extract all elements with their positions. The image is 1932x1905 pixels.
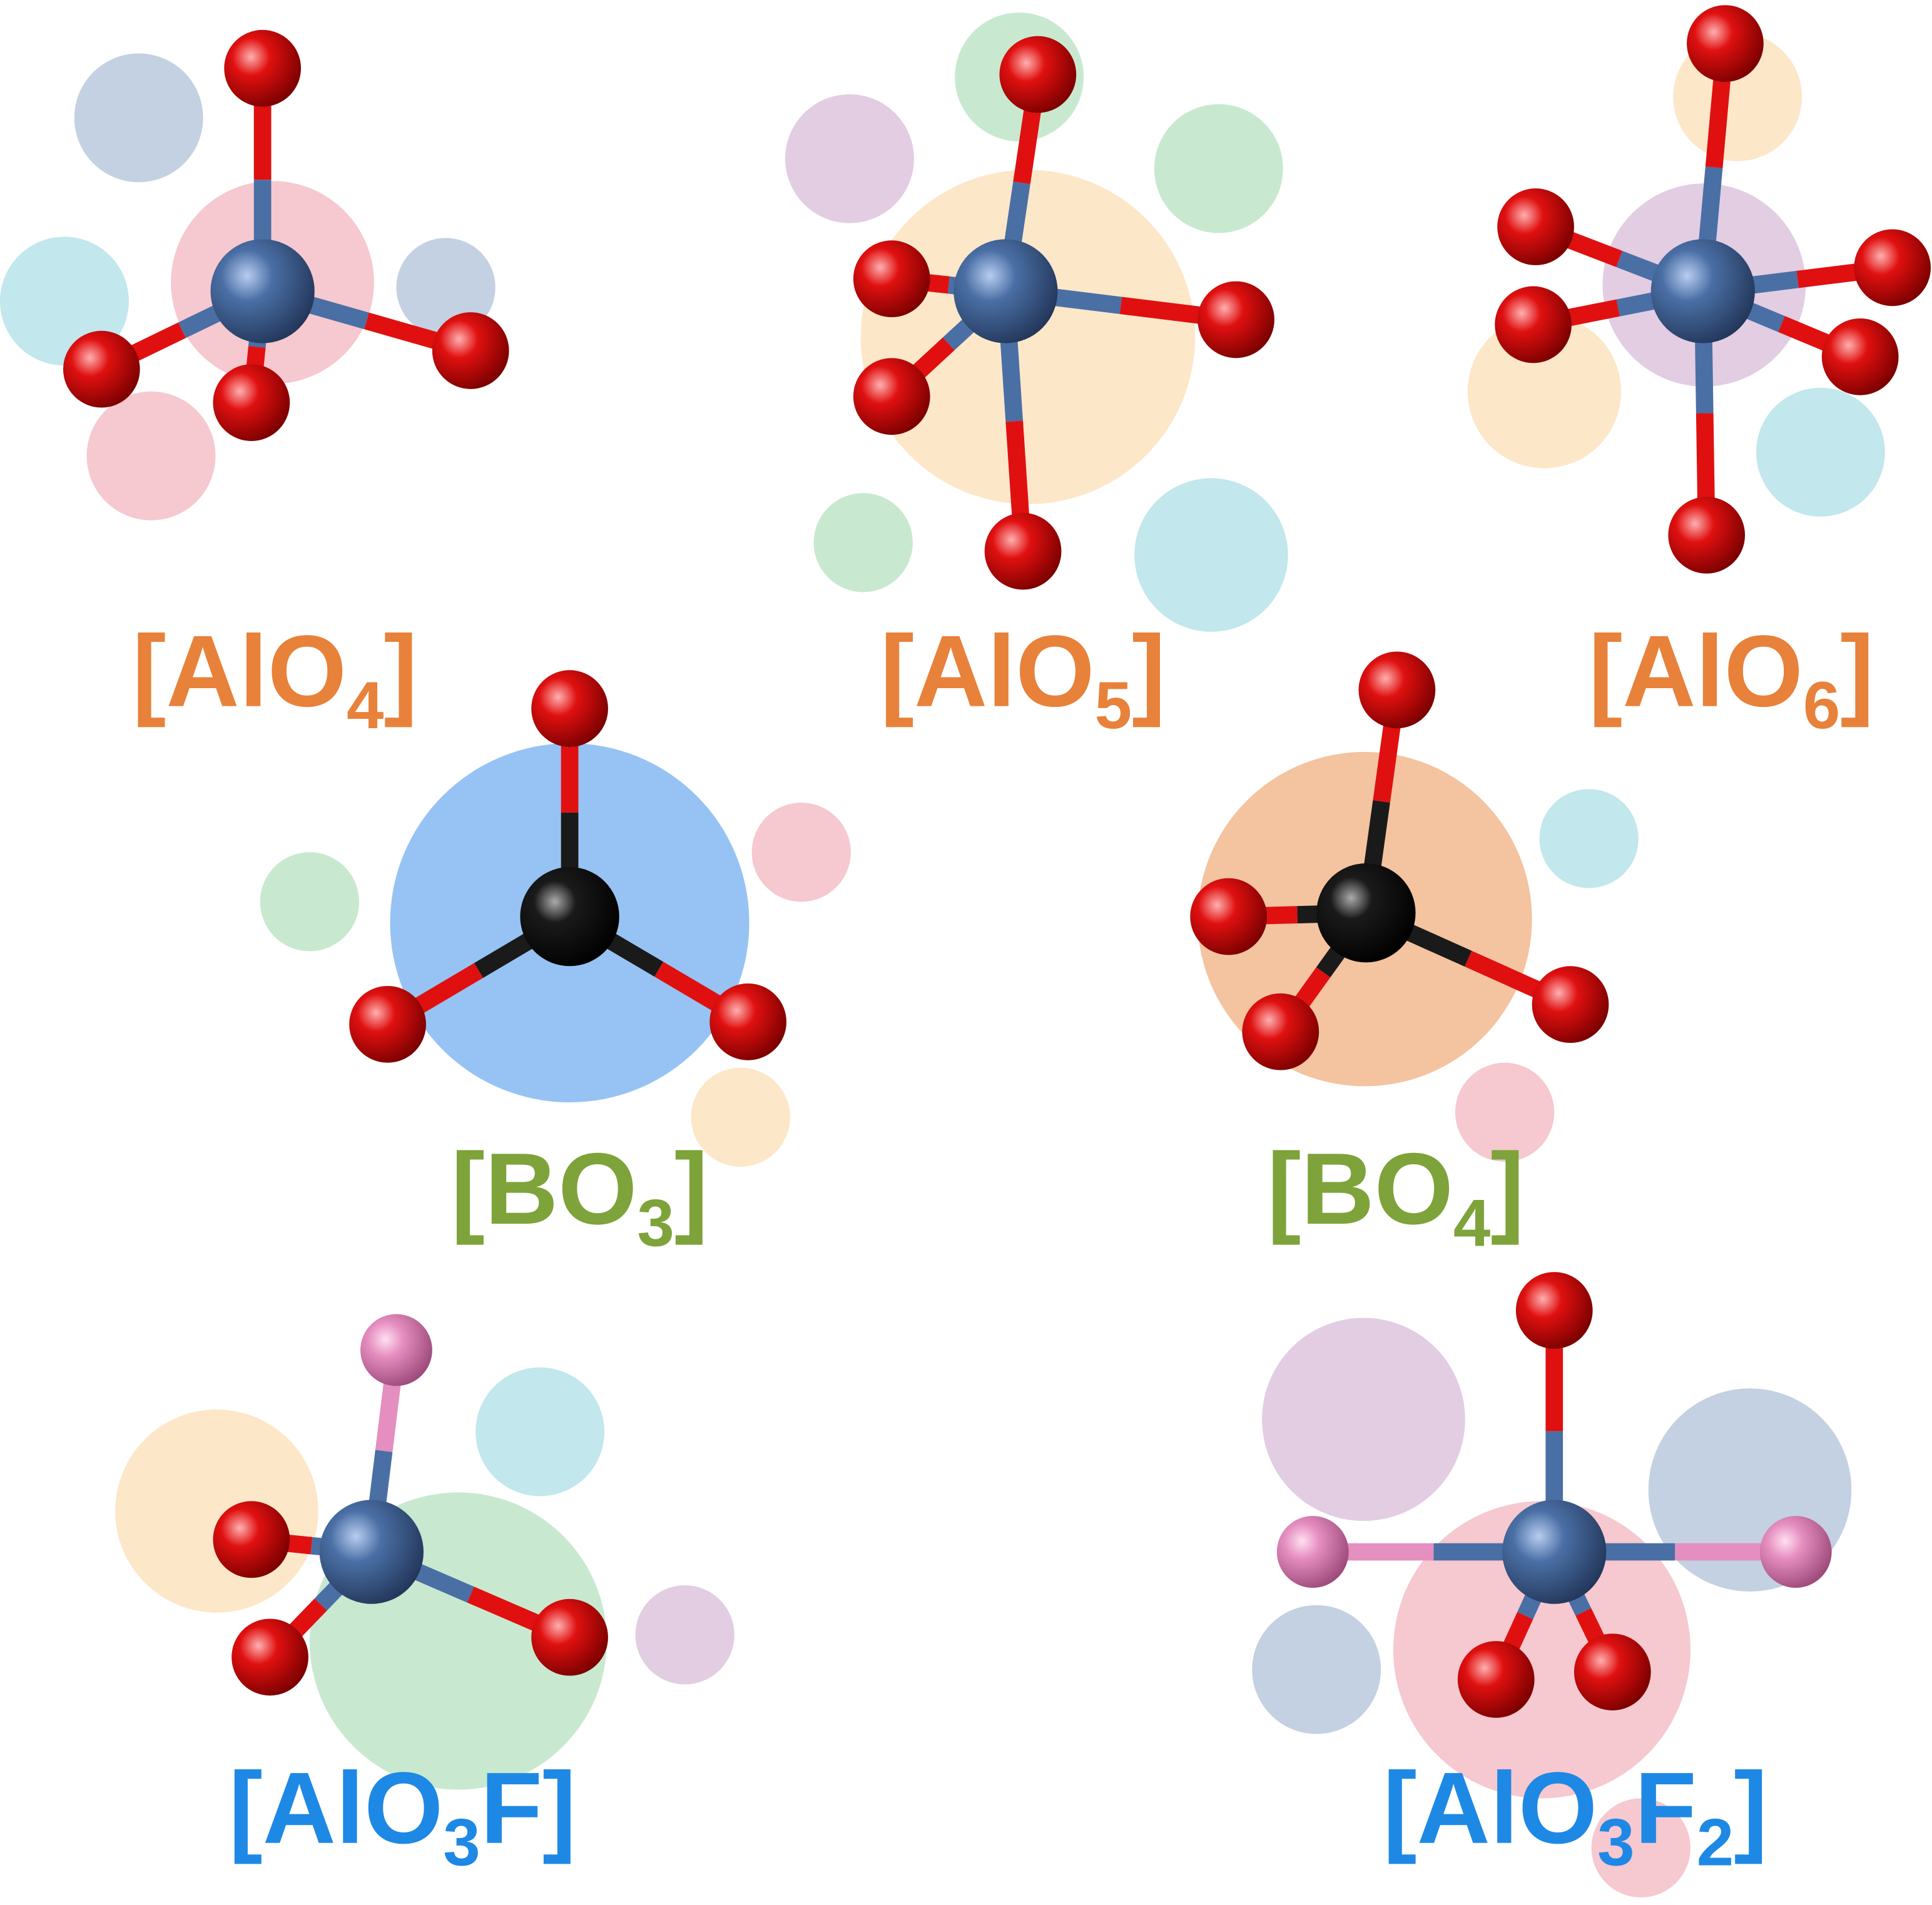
molecule-alo4 xyxy=(63,29,509,441)
fluorine-atom xyxy=(1276,1516,1349,1588)
aluminum-atom-center xyxy=(1650,239,1755,343)
background-circle xyxy=(1262,1318,1465,1521)
oxygen-atom xyxy=(432,312,509,389)
background-circle xyxy=(1154,104,1283,233)
oxygen-atom xyxy=(1574,1633,1651,1710)
oxygen-atom xyxy=(999,36,1077,113)
oxygen-atom xyxy=(853,358,930,435)
boron-atom-center xyxy=(520,866,619,967)
background-circle xyxy=(260,852,360,952)
aluminum-atom-center xyxy=(1502,1500,1607,1604)
molecule-alo6 xyxy=(1495,5,1931,574)
background-circle xyxy=(1455,1062,1555,1162)
oxygen-atom xyxy=(349,985,426,1063)
molecule-alo3f xyxy=(213,1314,608,1696)
molecule-bo3 xyxy=(349,670,786,1063)
background-circle xyxy=(813,493,913,592)
oxygen-atom xyxy=(531,670,608,747)
background-circle xyxy=(475,1367,604,1496)
oxygen-atom xyxy=(1242,993,1319,1070)
label-alo3f2: [AlO3F2] xyxy=(1383,1752,1768,1880)
label-alo5: [AlO5] xyxy=(880,615,1166,743)
oxygen-atom xyxy=(1497,188,1574,265)
label-bo3: [BO3] xyxy=(451,1132,708,1261)
oxygen-atom xyxy=(853,240,930,318)
oxygen-atom xyxy=(1687,5,1764,82)
background-circle xyxy=(1467,315,1622,469)
oxygen-atom xyxy=(231,1618,308,1696)
background-circle xyxy=(1252,1605,1381,1734)
oxygen-atom xyxy=(63,330,140,408)
oxygen-atom xyxy=(531,1598,608,1676)
oxygen-atom xyxy=(1532,966,1609,1044)
oxygen-atom xyxy=(1190,878,1268,955)
label-alo4: [AlO4] xyxy=(132,615,417,743)
background-circle xyxy=(1756,387,1885,517)
oxygen-atom xyxy=(213,1501,290,1578)
oxygen-atom xyxy=(1668,497,1746,574)
background-circle xyxy=(635,1585,735,1685)
fluorine-atom xyxy=(1759,1516,1832,1588)
label-bo4: [BO4] xyxy=(1267,1132,1524,1261)
background-circle xyxy=(1539,789,1639,888)
aluminum-atom-center xyxy=(210,239,315,343)
boron-atom-center xyxy=(1316,863,1416,963)
oxygen-atom xyxy=(224,29,302,107)
oxygen-atom xyxy=(1515,1272,1593,1349)
molecule-alo5 xyxy=(853,36,1274,590)
background-circle xyxy=(115,1409,318,1613)
label-alo6: [AlO6] xyxy=(1589,615,1874,743)
oxygen-atom xyxy=(1358,651,1436,729)
oxygen-atom xyxy=(709,983,786,1060)
oxygen-atom xyxy=(213,364,290,441)
background-circle xyxy=(86,391,216,521)
background-circle xyxy=(74,53,203,183)
label-alo3f: [AlO3F] xyxy=(229,1752,576,1880)
background-circle xyxy=(785,94,914,223)
oxygen-atom xyxy=(1821,318,1899,395)
background-circle xyxy=(1134,478,1288,632)
aluminum-atom-center xyxy=(319,1500,424,1604)
oxygen-atom xyxy=(1457,1641,1535,1718)
oxygen-atom xyxy=(1854,229,1931,307)
background-circle xyxy=(1591,1798,1690,1897)
molecule-bo4 xyxy=(1190,651,1609,1070)
molecules xyxy=(63,5,1931,1718)
fluorine-atom xyxy=(360,1314,432,1386)
oxygen-atom xyxy=(1495,286,1572,363)
molecule-alo3f2 xyxy=(1276,1272,1832,1718)
background-circle xyxy=(691,1067,790,1167)
oxygen-atom xyxy=(1197,281,1274,358)
aluminum-atom-center xyxy=(953,239,1058,343)
background-circle xyxy=(1393,1501,1690,1799)
oxygen-atom xyxy=(984,512,1062,590)
background-circle xyxy=(751,802,851,902)
